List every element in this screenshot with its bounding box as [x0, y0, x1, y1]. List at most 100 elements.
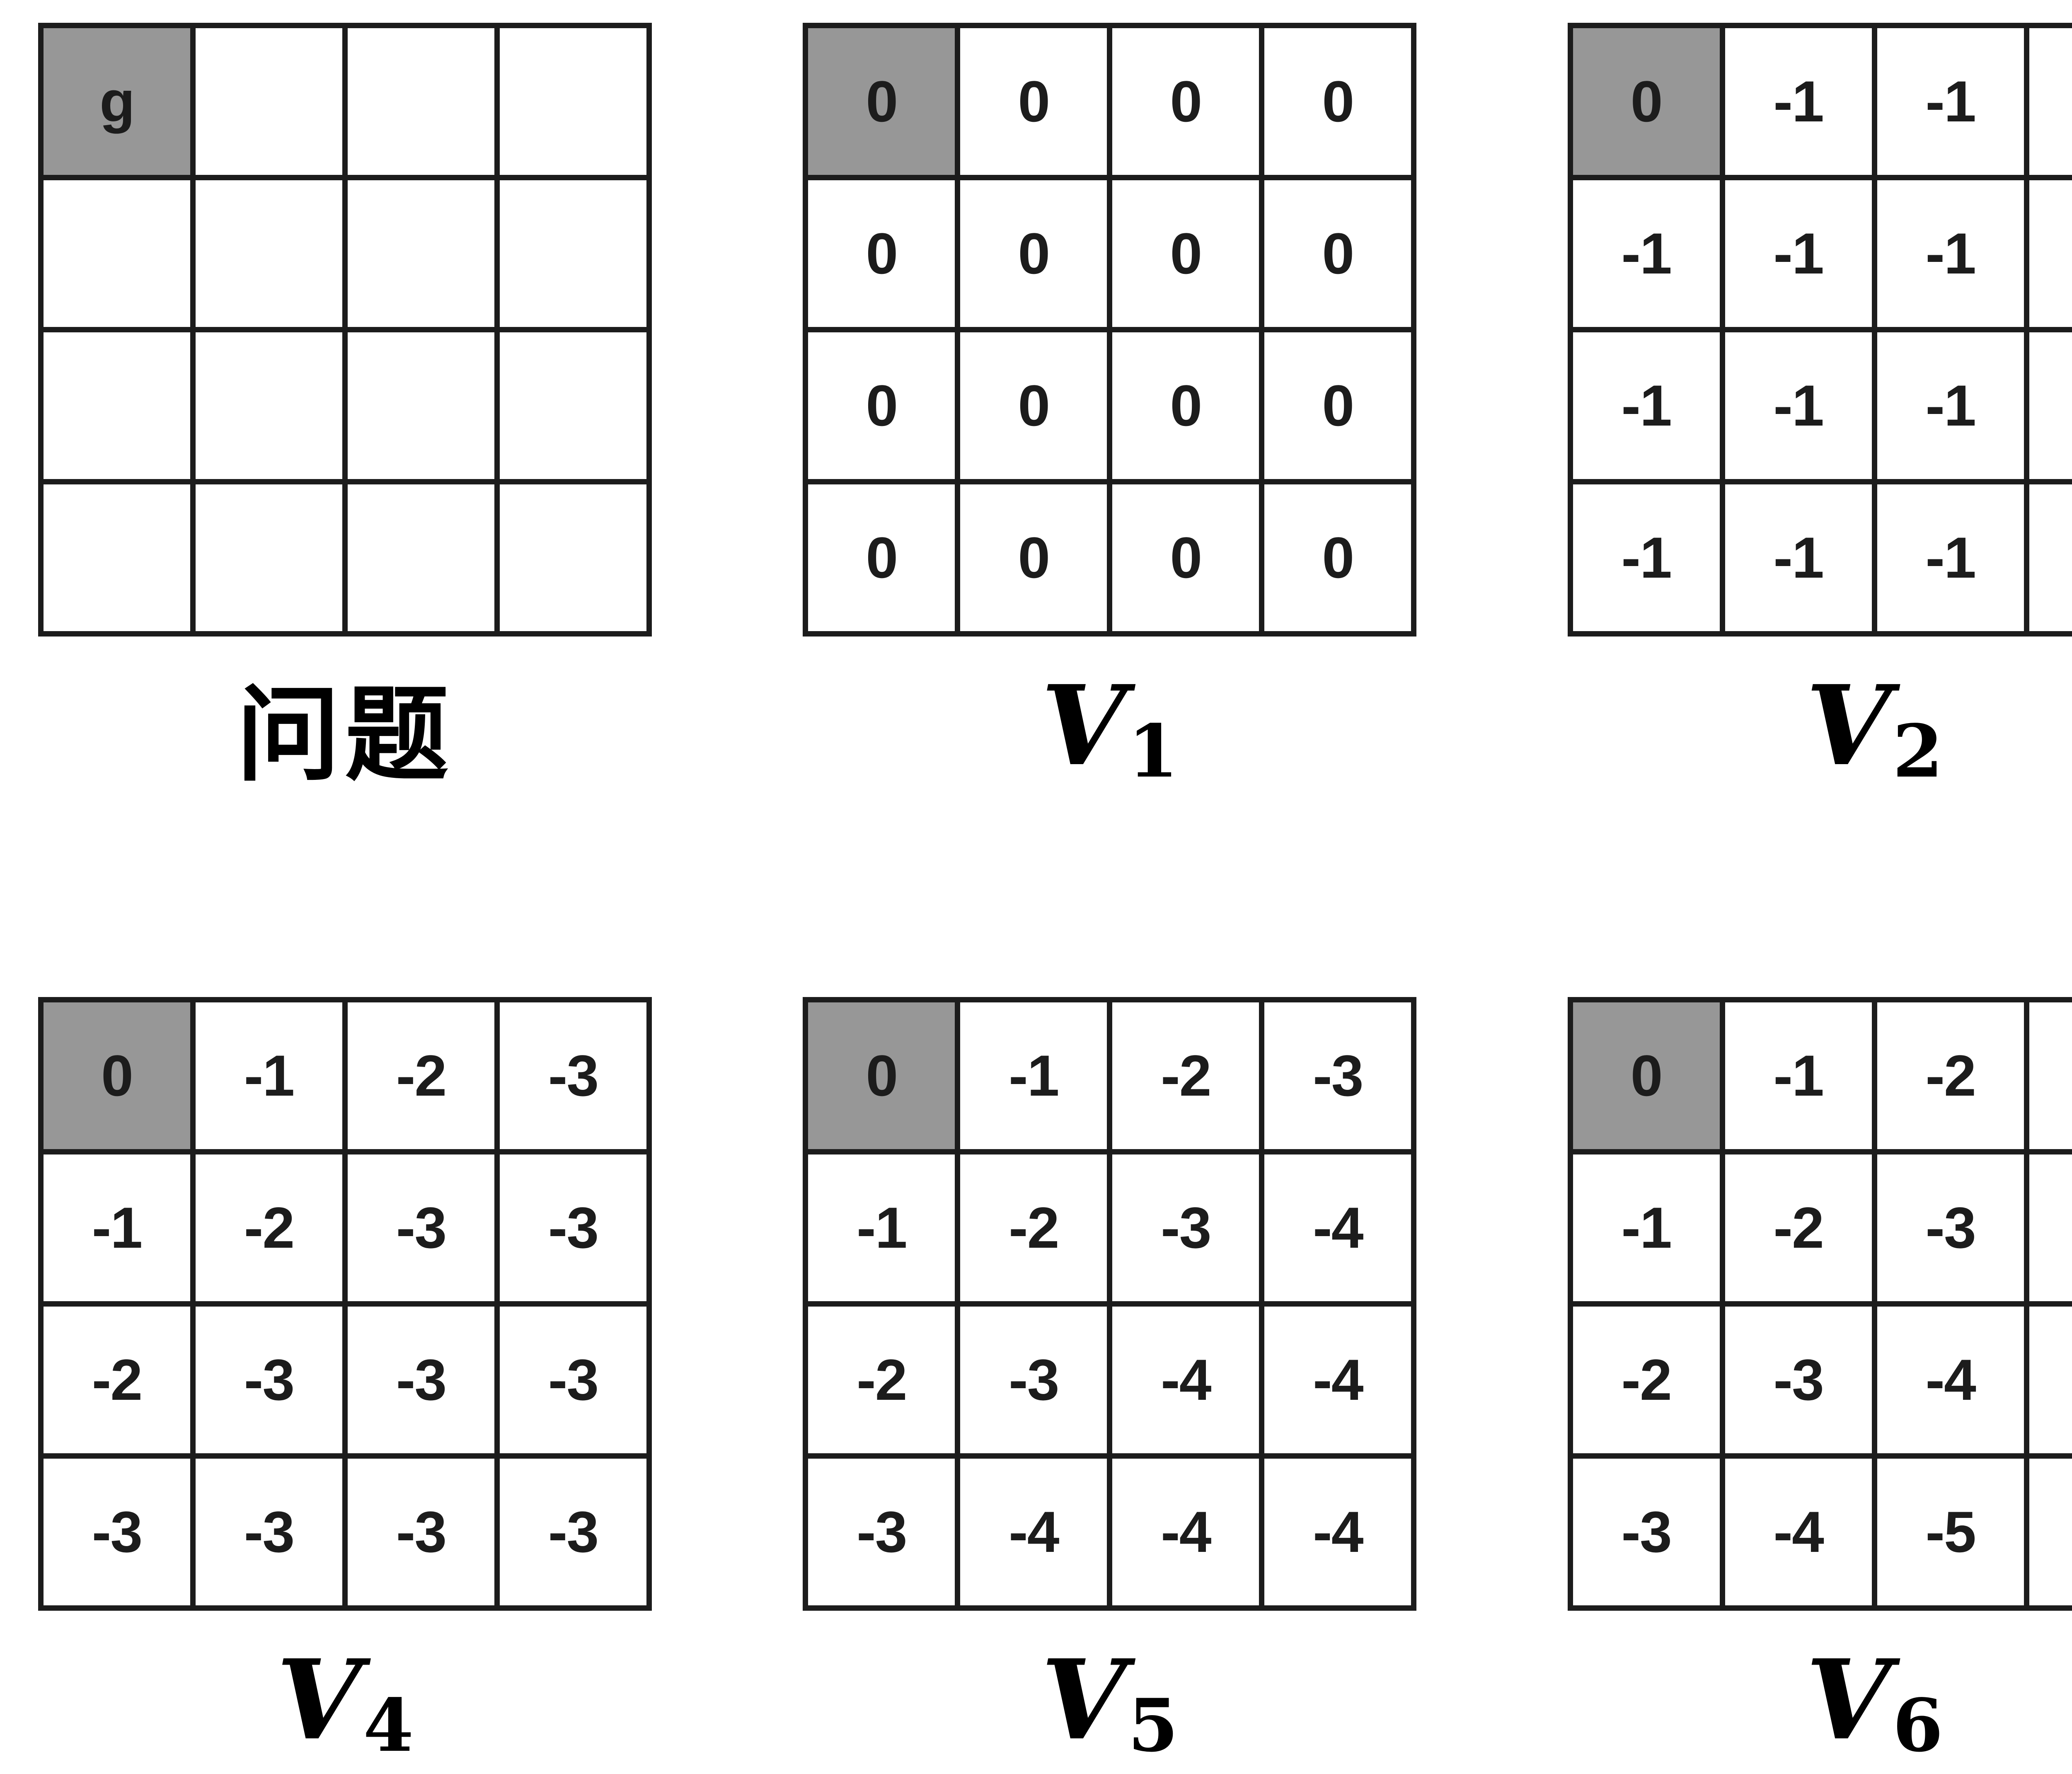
grid-cell: -1 [1573, 484, 1720, 631]
grid-cell: 0 [808, 484, 955, 631]
grid-cell: -4 [1112, 1307, 1259, 1453]
value-grid: 0-1-2-3-1-2-3-4-2-3-4-5-3-4-5-5 [1567, 997, 2072, 1611]
panel-v2: 0-1-1-1-1-1-1-1-1-1-1-1-1-1-1-1 V2 [1567, 23, 2072, 794]
value-grid: 0-1-1-1-1-1-1-1-1-1-1-1-1-1-1-1 [1567, 23, 2072, 637]
grid-cell: -1 [808, 1154, 955, 1301]
grid-cell: 0 [808, 180, 955, 327]
grid-cell [44, 332, 190, 479]
grid-cell: -2 [960, 1154, 1107, 1301]
grid-cell: -2 [1725, 1154, 1872, 1301]
grid-cell: -1 [1573, 180, 1720, 327]
grid-cell: 0 [960, 332, 1107, 479]
grid-cell: -1 [1725, 332, 1872, 479]
grid-cell: -1 [1877, 28, 2024, 175]
grid-cell: 0 [1112, 180, 1259, 327]
grid-cell: -5 [1877, 1459, 2024, 1605]
grid-cell: -5 [2029, 1307, 2072, 1453]
grid-cell: -4 [960, 1459, 1107, 1605]
grid-cell: -3 [1264, 1002, 1411, 1149]
grid-cell: -3 [348, 1154, 494, 1301]
grid-cell: 0 [1112, 484, 1259, 631]
grid-cell: -2 [1877, 1002, 2024, 1149]
grid-cell: 0 [808, 28, 955, 175]
value-grid: g [38, 23, 652, 637]
grid-cell [196, 484, 342, 631]
grid-cell: -3 [2029, 1002, 2072, 1149]
grid-cell: -1 [1725, 180, 1872, 327]
grid-cell: -1 [2029, 332, 2072, 479]
grid-cell: -3 [1725, 1307, 1872, 1453]
grid-cell: -3 [196, 1307, 342, 1453]
grid-cell: 0 [44, 1002, 190, 1149]
grid-cell: -3 [348, 1459, 494, 1605]
grid-cell: -3 [196, 1459, 342, 1605]
grid-cell: -1 [960, 1002, 1107, 1149]
grid-cell: -4 [1725, 1459, 1872, 1605]
grid-cell: 0 [1264, 332, 1411, 479]
grid-cell: -3 [500, 1307, 646, 1453]
grid-cell [348, 28, 494, 175]
panel-label-text: V [1806, 661, 1891, 790]
grid-cell: -2 [1573, 1307, 1720, 1453]
grid-cell: -4 [1264, 1307, 1411, 1453]
grid-cell [500, 332, 646, 479]
grid-cell: 0 [960, 484, 1107, 631]
panel-label-subscript: 6 [1893, 1683, 1943, 1768]
grid-cell: -3 [960, 1307, 1107, 1453]
grid-cell [196, 180, 342, 327]
grid-cell: -2 [808, 1307, 955, 1453]
grid-cell: -2 [44, 1307, 190, 1453]
panel-v6: 0-1-2-3-1-2-3-4-2-3-4-5-3-4-5-5 V6 [1567, 997, 2072, 1768]
grid-cell: -4 [1264, 1154, 1411, 1301]
panel-problem: g 问题 [38, 23, 652, 795]
grid-cell: -1 [1725, 484, 1872, 631]
grid-cell: -3 [500, 1459, 646, 1605]
grid-cell: -2 [1112, 1002, 1259, 1149]
grid-cell: -4 [1112, 1459, 1259, 1605]
grid-cell: 0 [808, 332, 955, 479]
grid-cell: 0 [1573, 28, 1720, 175]
grid-cell: -1 [1725, 1002, 1872, 1149]
grid-cell: 0 [1573, 1002, 1720, 1149]
panel-label: 问题 [237, 661, 454, 795]
grid-cell: -3 [44, 1459, 190, 1605]
grid-cell: 0 [808, 1002, 955, 1149]
value-grid: 0-1-2-3-1-2-3-4-2-3-4-4-3-4-4-4 [803, 997, 1417, 1611]
grid-cell [500, 484, 646, 631]
grid-cell: -1 [1573, 332, 1720, 479]
grid-cell: 0 [1112, 332, 1259, 479]
value-grid: 0-1-2-3-1-2-3-3-2-3-3-3-3-3-3-3 [38, 997, 652, 1611]
grid-cell [196, 332, 342, 479]
grid-cell: -3 [1877, 1154, 2024, 1301]
panel-label-text: V [1806, 1635, 1891, 1764]
grid-cell [348, 180, 494, 327]
grid-cell: -1 [1573, 1154, 1720, 1301]
panel-label-subscript: 1 [1128, 709, 1179, 794]
grid-cell: -1 [2029, 28, 2072, 175]
grid-cell [348, 484, 494, 631]
grid-cell: 0 [960, 180, 1107, 327]
grid-cell [348, 332, 494, 479]
grid-cell: 0 [960, 28, 1107, 175]
grid-cell: 0 [1264, 28, 1411, 175]
grid-cell [500, 28, 646, 175]
grid-cell: -1 [2029, 180, 2072, 327]
grid-cell: -3 [1112, 1154, 1259, 1301]
panel-label-subscript: 5 [1128, 1683, 1179, 1768]
panel-label-text: V [1041, 1635, 1126, 1764]
grid-cell: -4 [1264, 1459, 1411, 1605]
grid-cell [196, 28, 342, 175]
grid-cell: -3 [348, 1307, 494, 1453]
grid-cell: -1 [1877, 484, 2024, 631]
grid-cell: -1 [1725, 28, 1872, 175]
